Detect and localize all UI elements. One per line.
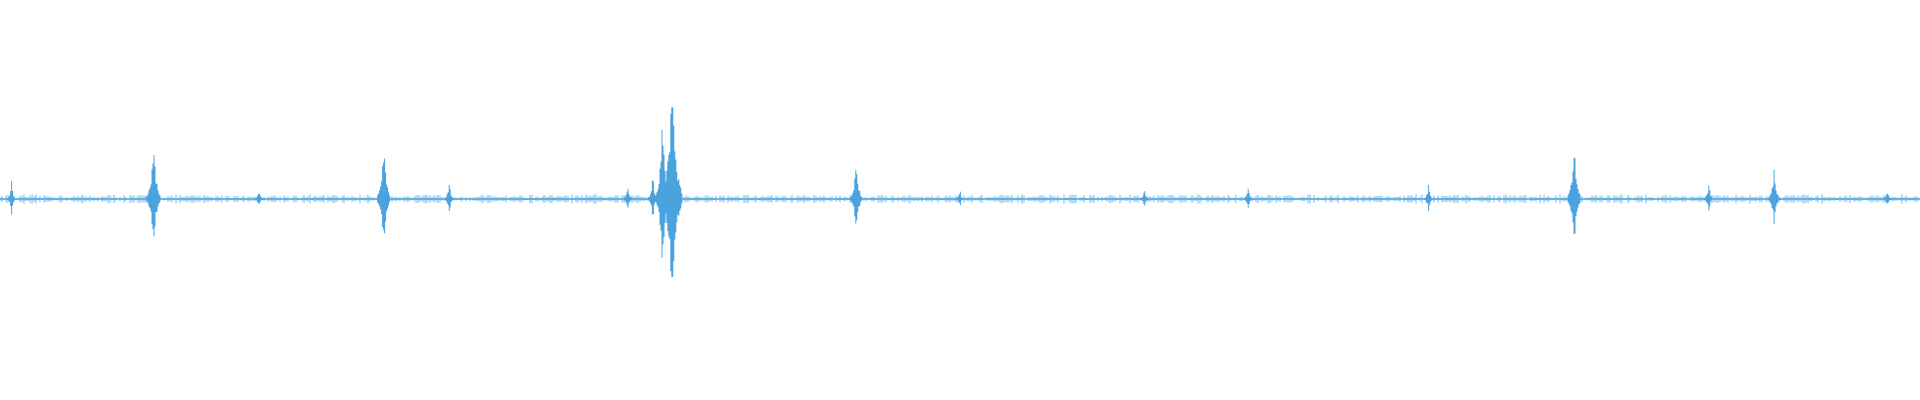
waveform-transient-12 xyxy=(1243,188,1252,208)
waveform-transient-4 xyxy=(444,184,454,211)
waveform-transient-8 xyxy=(661,107,683,277)
waveform-transient-2 xyxy=(255,193,264,204)
waveform-transient-16 xyxy=(1768,169,1780,224)
waveform-transient-17 xyxy=(1883,193,1892,204)
waveform-transient-3 xyxy=(377,158,391,234)
waveform-events xyxy=(7,107,1892,277)
waveform-transient-11 xyxy=(1140,191,1149,206)
waveform-transient-1 xyxy=(146,155,161,237)
waveform-transient-13 xyxy=(1424,184,1433,211)
waveform-transient-10 xyxy=(955,191,964,206)
waveform-transient-14 xyxy=(1567,157,1581,234)
waveform-transient-5 xyxy=(623,188,632,208)
waveform-transient-15 xyxy=(1704,185,1713,211)
waveform-transient-9 xyxy=(850,170,863,224)
waveform-transient-0 xyxy=(7,180,16,215)
